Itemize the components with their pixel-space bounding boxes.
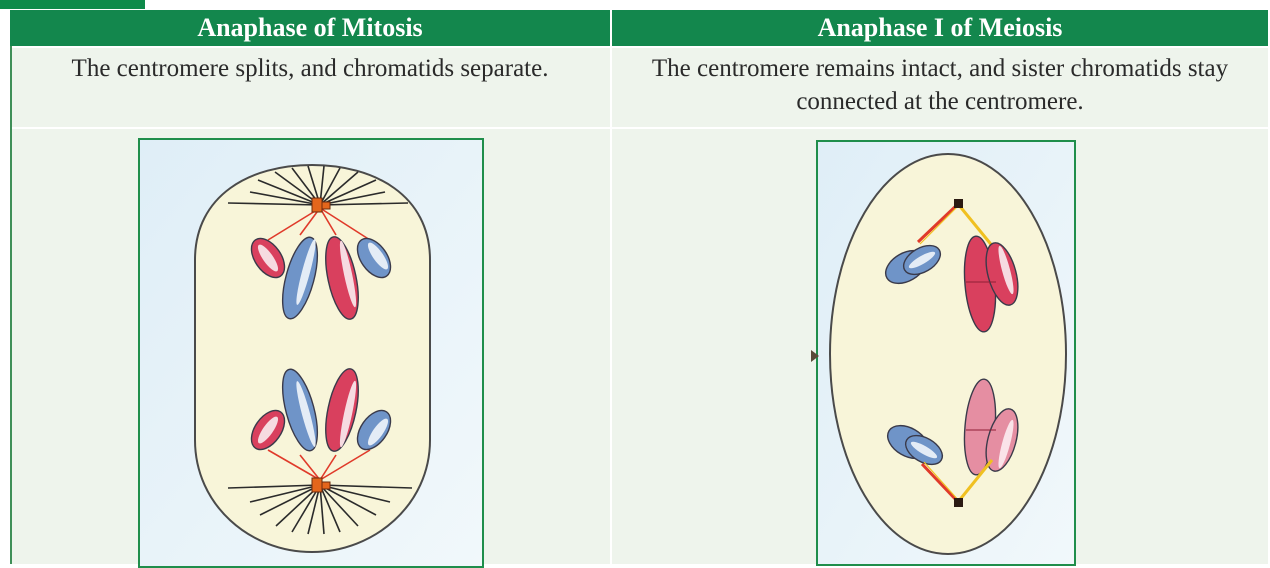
comparison-table: Anaphase of Mitosis Anaphase I of Meiosi… <box>10 10 1268 564</box>
arrow-marker <box>811 350 819 362</box>
header-meiosis: Anaphase I of Meiosis <box>612 10 1268 46</box>
top-centrosome <box>954 199 963 208</box>
cell-outline <box>195 165 430 552</box>
desc-mitosis: The centromere splits, and chromatids se… <box>10 48 610 127</box>
meiosis-svg <box>818 142 1074 564</box>
table-edge <box>10 46 12 564</box>
divider <box>10 127 1268 129</box>
top-rule <box>145 0 1270 4</box>
description-row: The centromere splits, and chromatids se… <box>10 48 1268 127</box>
top-tab <box>0 0 145 9</box>
meiosis-diagram <box>816 140 1076 566</box>
header-row: Anaphase of Mitosis Anaphase I of Meiosi… <box>10 10 1268 46</box>
header-mitosis: Anaphase of Mitosis <box>10 10 610 46</box>
column-divider <box>610 10 612 564</box>
mitosis-diagram <box>138 138 484 568</box>
desc-meiosis: The centromere remains intact, and siste… <box>612 48 1268 127</box>
bottom-centrosome <box>954 498 963 507</box>
mitosis-svg <box>140 140 482 566</box>
